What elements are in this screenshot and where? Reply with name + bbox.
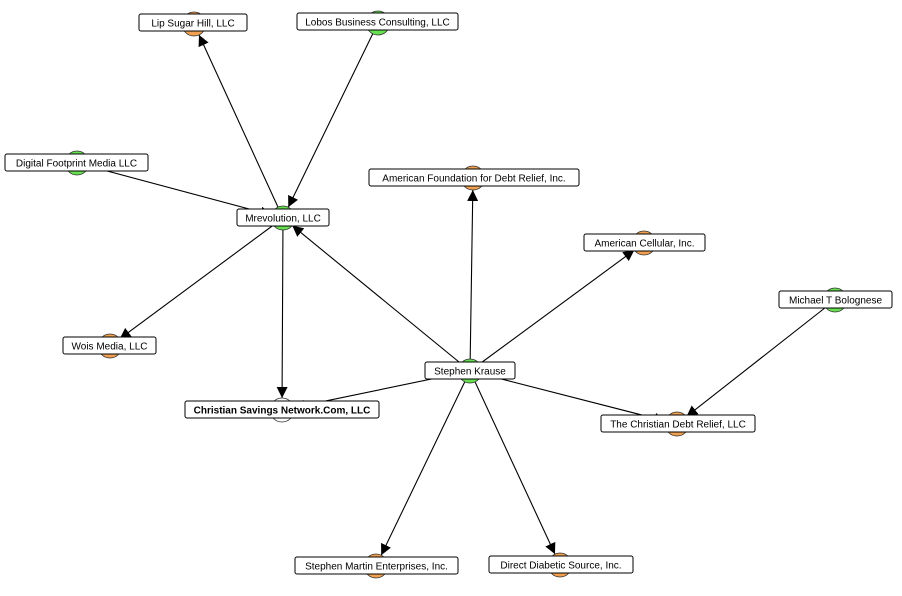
node-stephen[interactable]: Stephen Krause (424, 358, 516, 384)
node-label-box (424, 361, 516, 380)
node-label: American Cellular, Inc. (594, 239, 694, 250)
node-tcdr[interactable]: The Christian Debt Relief, LLC (600, 411, 756, 437)
node-label: Stephen Krause (434, 367, 506, 378)
node-lip[interactable]: Lip Sugar Hill, LLC (138, 11, 248, 37)
node-label: Direct Diabetic Source, Inc. (500, 561, 621, 572)
node-label: Michael T Bolognese (789, 296, 882, 307)
node-label-box (138, 13, 248, 32)
node-label-box (294, 556, 459, 575)
node-label-box (368, 168, 580, 187)
nodes-layer: Lip Sugar Hill, LLC Lobos Business Consul… (4, 10, 893, 579)
node-mrevolution[interactable]: Mrevolution, LLC (236, 205, 330, 231)
node-cellular[interactable]: American Cellular, Inc. (583, 230, 706, 256)
edge-digital-to-mrevolution (76, 162, 272, 218)
node-label: The Christian Debt Relief, LLC (610, 420, 746, 431)
node-label: Christian Savings Network.Com, LLC (194, 406, 371, 417)
node-wois[interactable]: Wois Media, LLC (62, 333, 157, 359)
node-label-box (600, 414, 756, 433)
node-diabetic[interactable]: Direct Diabetic Source, Inc. (488, 552, 634, 578)
node-afdr[interactable]: American Foundation for Debt Relief, Inc… (368, 165, 580, 191)
node-label-box (4, 153, 149, 172)
edge-stephen-to-cellular (469, 249, 635, 372)
node-label-box (583, 233, 706, 252)
node-label-box (62, 336, 157, 355)
node-label: Lip Sugar Hill, LLC (151, 19, 234, 30)
node-lobos[interactable]: Lobos Business Consulting, LLC (296, 10, 459, 36)
node-label: Mrevolution, LLC (245, 214, 321, 225)
edge-stephen-to-afdr (467, 189, 479, 372)
edge-lobos-to-mrevolution (287, 22, 379, 208)
node-label: Lobos Business Consulting, LLC (305, 18, 450, 29)
node-csn[interactable]: Christian Savings Network.Com, LLC (184, 397, 380, 423)
edge-stephen-to-diabetic (469, 370, 556, 555)
node-label-box (296, 12, 459, 31)
node-label-box (184, 400, 380, 419)
node-michael[interactable]: Michael T Bolognese (778, 287, 893, 313)
node-label: American Foundation for Debt Relief, Inc… (382, 174, 565, 185)
node-label: Wois Media, LLC (72, 342, 148, 353)
edge-stephen-to-mrevolution (291, 225, 471, 372)
edges-layer (76, 22, 836, 556)
edge-mrevolution-to-csn (276, 217, 288, 399)
node-label: Digital Footprint Media LLC (16, 159, 137, 170)
edge-mrevolution-to-wois (119, 217, 284, 340)
edge-michael-to-tcdr (686, 299, 836, 418)
node-label-box (236, 208, 330, 227)
node-label-box (488, 555, 634, 574)
node-smartin[interactable]: Stephen Martin Enterprises, Inc. (294, 553, 459, 579)
edge-stephen-to-smartin (380, 370, 471, 556)
edge-mrevolution-to-lip (198, 34, 284, 219)
node-label-box (778, 290, 893, 309)
node-label: Stephen Martin Enterprises, Inc. (305, 562, 448, 573)
node-digital[interactable]: Digital Footprint Media LLC (4, 150, 149, 176)
